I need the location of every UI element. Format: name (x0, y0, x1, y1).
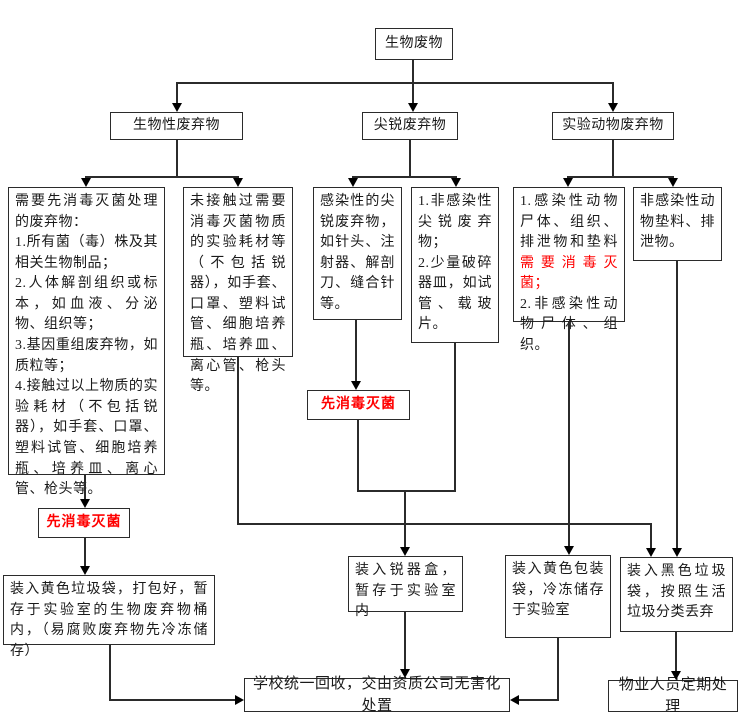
node-needs-disinfection-list: 需要先消毒灭菌处理的废弃物： 1.所有菌（毒）株及其相关生物制品； 2.人体解剖… (8, 187, 165, 497)
arrow-down-icon (233, 178, 243, 187)
connector (650, 523, 652, 549)
connector (567, 176, 674, 178)
arrow-down-icon (608, 103, 618, 112)
connector (176, 82, 614, 84)
node-sharp-waste: 尖锐废弃物 (362, 112, 458, 140)
infectious-animal-text-1: 1.感染性动物尸体、组织、排泄物和垫料 (520, 194, 618, 251)
connector (352, 176, 457, 178)
connector (84, 538, 86, 567)
arrow-down-icon (80, 499, 90, 508)
connector (675, 632, 677, 672)
arrow-down-icon (671, 671, 681, 680)
connector (519, 699, 559, 701)
connector (355, 320, 357, 382)
connector (109, 699, 236, 701)
connector (412, 82, 414, 105)
node-yellow-packaging-bag: 装入黄色包装袋，冷冻储存于实验室 (505, 555, 611, 638)
infectious-animal-red-text: 需要消毒灭菌； (520, 255, 618, 292)
arrow-down-icon (400, 547, 410, 556)
arrow-down-icon (348, 178, 358, 187)
arrow-down-icon (672, 548, 682, 557)
connector (85, 176, 239, 178)
node-infectious-animal: 1.感染性动物尸体、组织、排泄物和垫料需要消毒灭菌； 2.非感染性动物尸体、组织… (513, 187, 625, 353)
connector (412, 60, 414, 82)
node-biological-waste-root: 生物废物 (375, 28, 453, 60)
connector (568, 322, 570, 547)
connector (176, 82, 178, 105)
arrow-down-icon (646, 548, 656, 557)
connector (84, 475, 86, 500)
connector (176, 140, 178, 177)
connector (357, 490, 456, 492)
arrow-down-icon (400, 669, 410, 678)
arrow-down-icon (81, 178, 91, 187)
connector (557, 638, 559, 701)
connector (454, 343, 456, 492)
node-property-disposal: 物业人员定期处理 (608, 677, 738, 715)
node-sharps-container: 装入锐器盒，暂存于实验室内 (348, 556, 463, 619)
node-noninfectious-sharps: 1.非感染性尖锐废弃物； 2.少量破碎器皿，如试管、载玻片。 (411, 187, 499, 343)
node-disinfect-first-mid: 先消毒灭菌 (307, 390, 410, 420)
node-disinfect-first-left: 先消毒灭菌 (38, 508, 130, 538)
arrow-down-icon (668, 178, 678, 187)
connector (676, 261, 678, 549)
arrow-down-icon (172, 103, 182, 112)
arrow-down-icon (351, 381, 361, 390)
connector (409, 140, 411, 177)
node-infectious-sharps: 感染性的尖锐废弃物，如针头、注射器、解剖刀、缝合针等。 (313, 187, 402, 320)
arrow-down-icon (563, 178, 573, 187)
node-school-recycle: 学校统一回收，交由资质公司无害化处置 (244, 676, 510, 714)
connector (612, 82, 614, 105)
node-uncontacted-consumables: 未接触过需要消毒灭菌物质的实验耗材等（不包括锐器），如手套、口罩、塑料试管、细胞… (183, 187, 293, 394)
arrow-down-icon (408, 103, 418, 112)
node-biological-waste: 生物性废弃物 (110, 112, 243, 140)
arrow-right-icon (235, 695, 244, 705)
node-black-trash-bag: 装入黑色垃圾袋，按照生活垃圾分类丢弃 (620, 557, 733, 632)
node-lab-animal-waste: 实验动物废弃物 (552, 112, 674, 140)
connector (237, 357, 239, 525)
connector (237, 523, 652, 525)
connector (109, 645, 111, 701)
connector (404, 612, 406, 670)
node-yellow-trash-bag: 装入黄色垃圾袋，打包好，暂存于实验室的生物废弃物桶内，（易腐败废弃物先冷冻储存） (3, 575, 215, 659)
arrow-left-icon (510, 695, 519, 705)
arrow-down-icon (564, 546, 574, 555)
node-noninfectious-animal-bedding: 非感染性动物垫料、排泄物。 (633, 187, 722, 261)
arrow-down-icon (80, 566, 90, 575)
connector (404, 490, 406, 548)
connector (612, 140, 614, 177)
connector (357, 420, 359, 492)
arrow-down-icon (451, 178, 461, 187)
